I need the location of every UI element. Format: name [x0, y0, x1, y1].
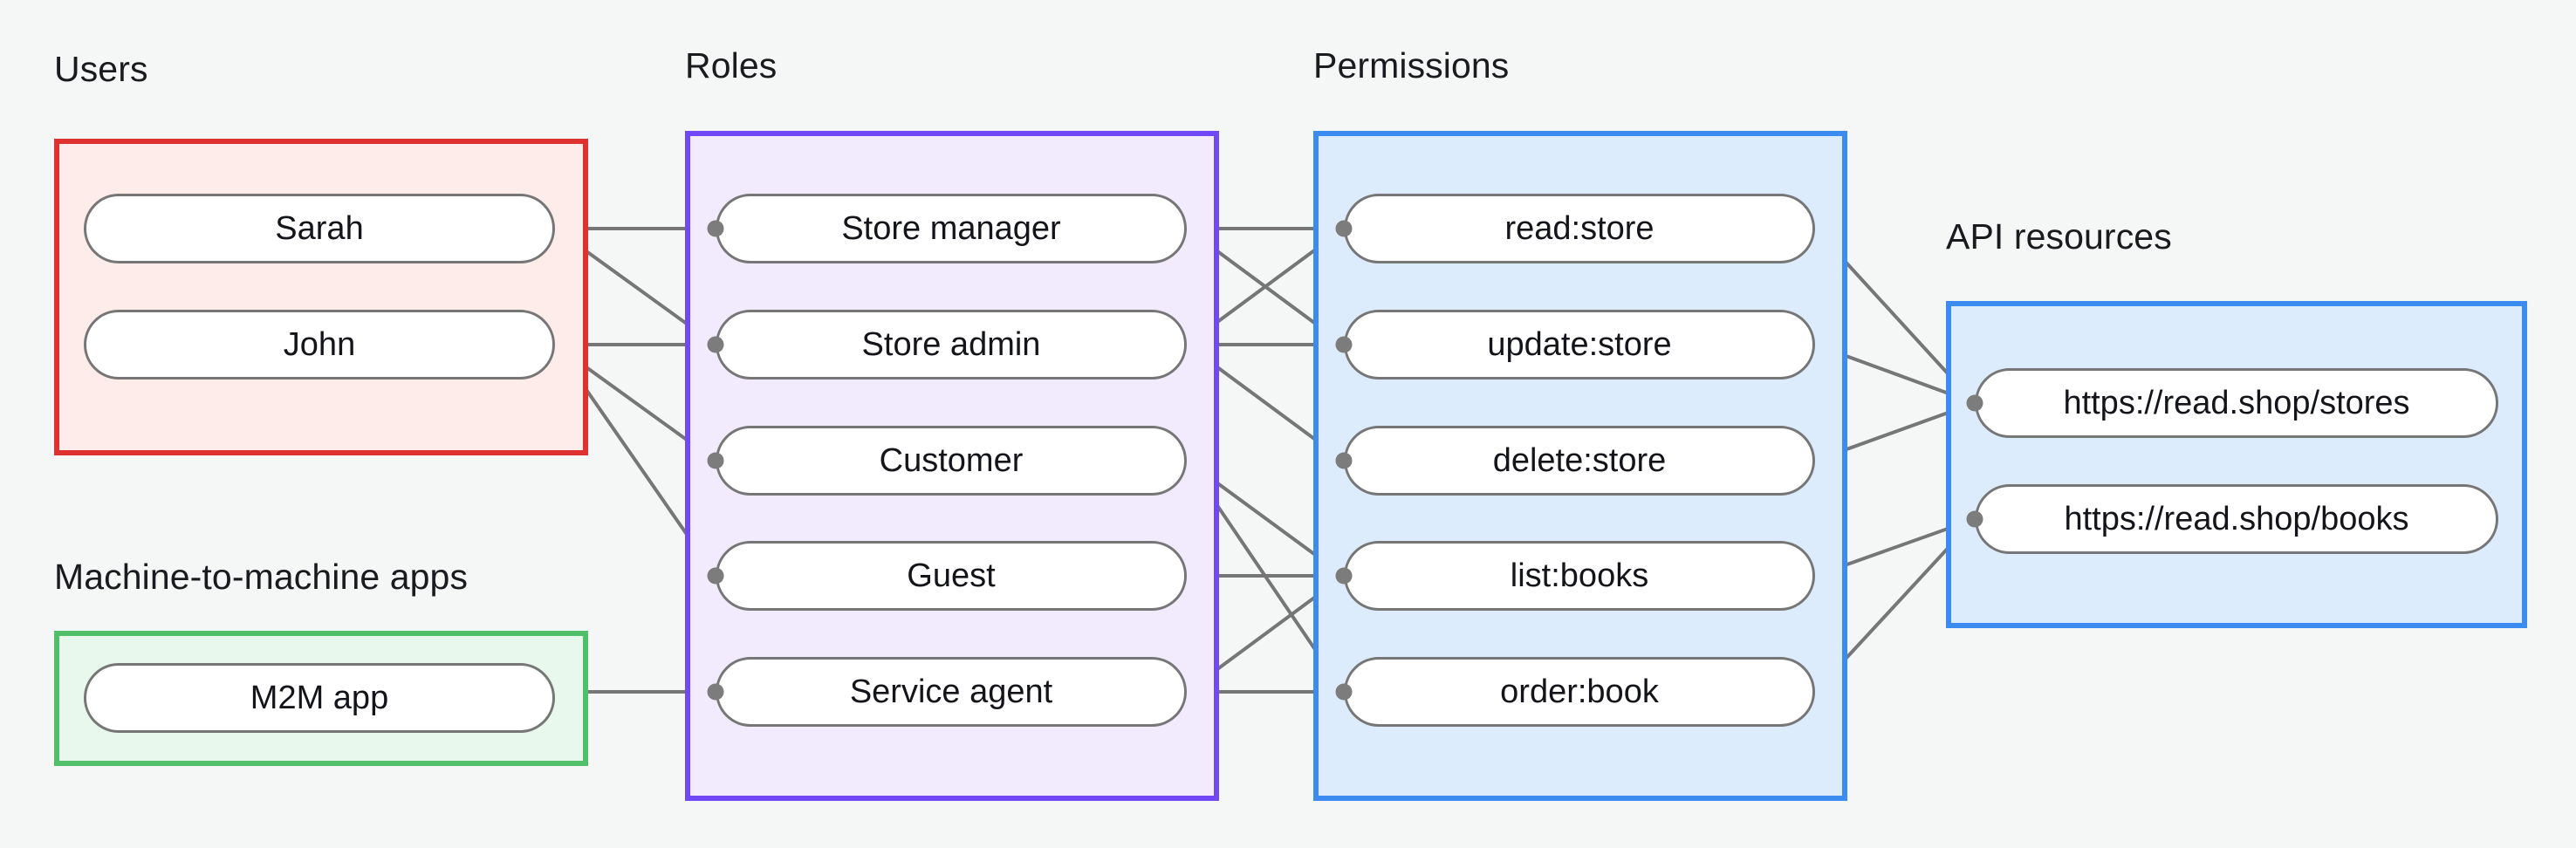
- node-storeadmin[interactable]: Store admin: [716, 310, 1187, 380]
- node-readstore[interactable]: read:store: [1344, 194, 1815, 263]
- node-orderbook[interactable]: order:book: [1344, 657, 1815, 727]
- group-box-users: [54, 139, 588, 455]
- group-title-permissions: Permissions: [1313, 45, 1510, 85]
- port-dot-apibooks: [1966, 510, 1983, 528]
- node-customer[interactable]: Customer: [716, 426, 1187, 496]
- node-serviceagent[interactable]: Service agent: [716, 657, 1187, 727]
- port-dot-listbooks: [1335, 567, 1353, 585]
- node-m2mapp[interactable]: M2M app: [84, 663, 555, 733]
- group-box-api: [1946, 301, 2527, 628]
- port-dot-orderbook: [1335, 683, 1353, 701]
- port-dot-deletestore: [1335, 452, 1353, 469]
- port-dot-storemanager: [707, 220, 724, 237]
- group-title-users: Users: [54, 49, 148, 89]
- port-dot-customer: [707, 452, 724, 469]
- node-apibooks[interactable]: https://read.shop/books: [1975, 484, 2498, 554]
- port-dot-storeadmin: [707, 336, 724, 353]
- node-guest[interactable]: Guest: [716, 541, 1187, 611]
- node-listbooks[interactable]: list:books: [1344, 541, 1815, 611]
- node-sarah[interactable]: Sarah: [84, 194, 555, 263]
- node-deletestore[interactable]: delete:store: [1344, 426, 1815, 496]
- port-dot-readstore: [1335, 220, 1353, 237]
- node-john[interactable]: John: [84, 310, 555, 380]
- group-title-roles: Roles: [685, 45, 778, 85]
- node-storemanager[interactable]: Store manager: [716, 194, 1187, 263]
- group-title-api: API resources: [1946, 216, 2172, 256]
- port-dot-serviceagent: [707, 683, 724, 701]
- node-apistores[interactable]: https://read.shop/stores: [1975, 368, 2498, 438]
- port-dot-apistores: [1966, 394, 1983, 412]
- port-dot-guest: [707, 567, 724, 585]
- node-updatestore[interactable]: update:store: [1344, 310, 1815, 380]
- group-title-m2m: Machine-to-machine apps: [54, 557, 469, 597]
- port-dot-updatestore: [1335, 336, 1353, 353]
